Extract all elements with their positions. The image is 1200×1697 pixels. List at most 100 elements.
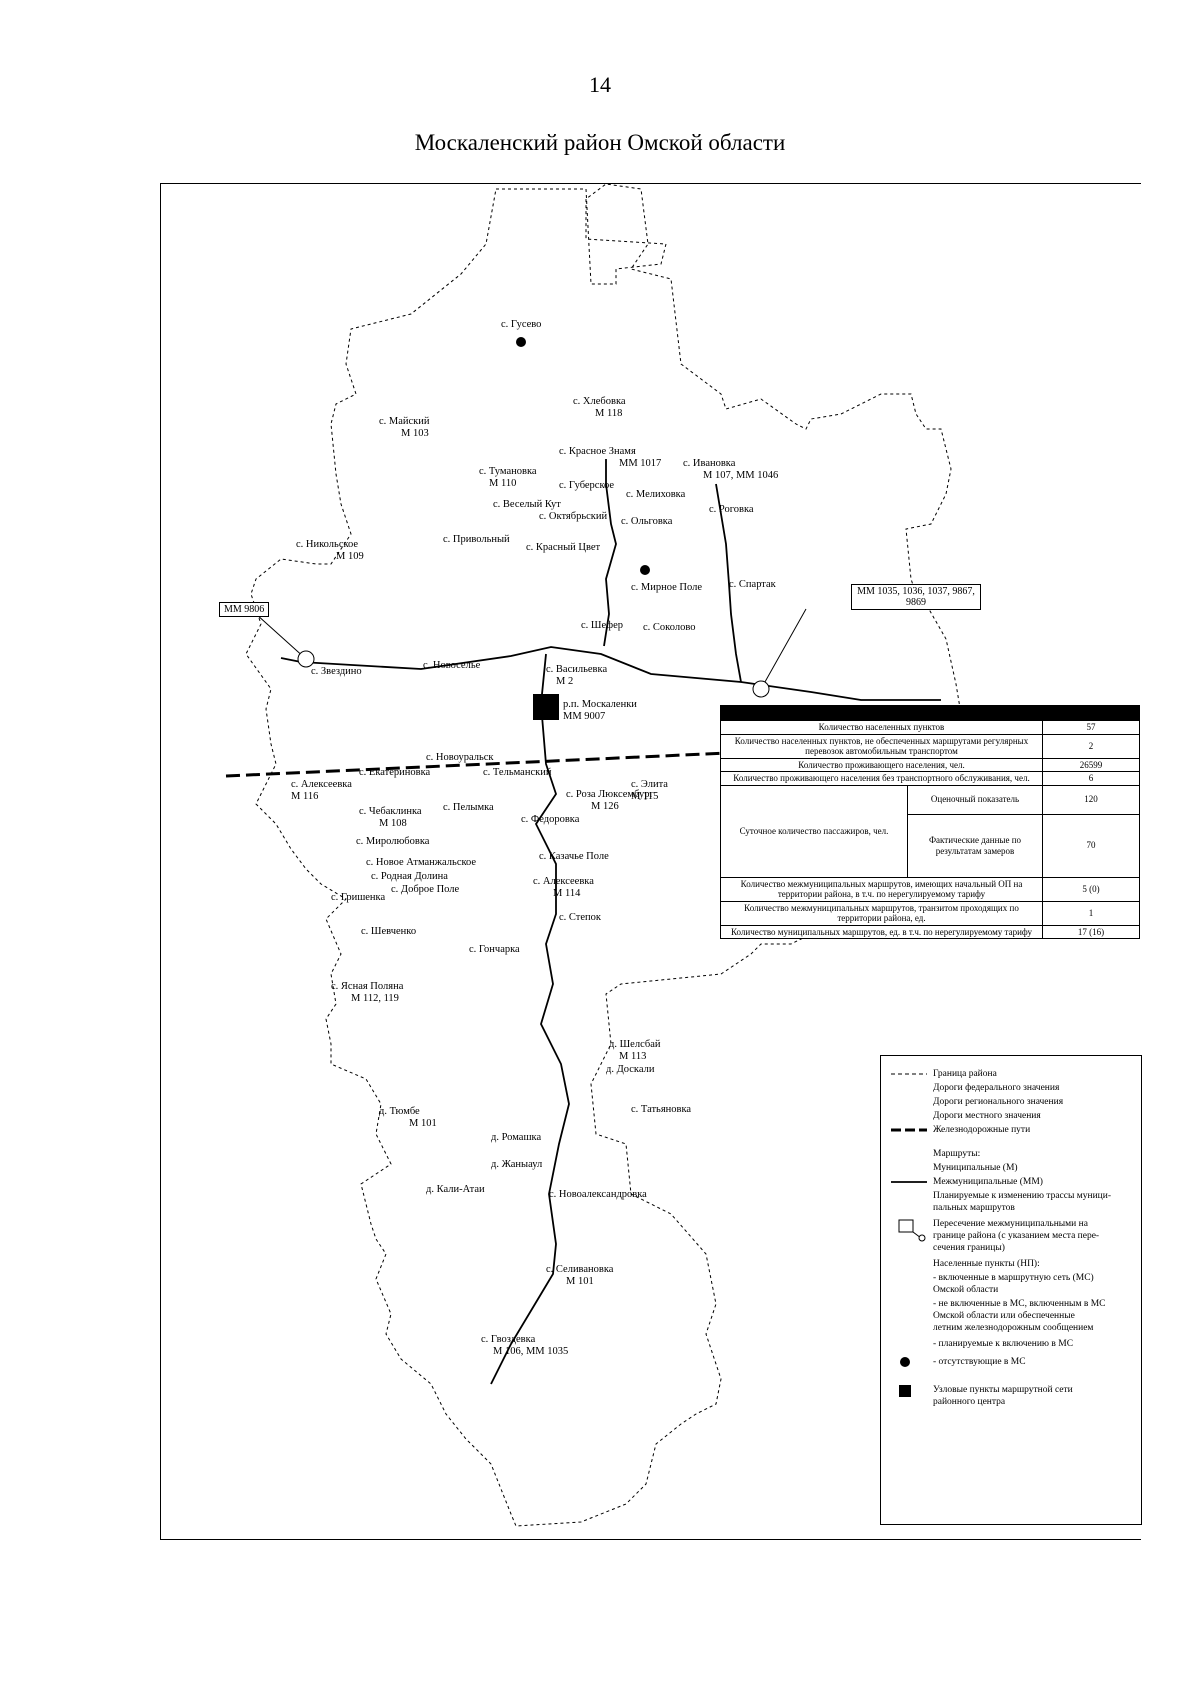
settlement-label: с. Екатериновка (359, 767, 431, 778)
settlement-label: с. Привольный (443, 534, 510, 545)
border-crossing-icon (889, 1218, 929, 1246)
settlement-label: с. Шефер (581, 620, 624, 631)
legend-label: Планируемые к изменению трассы муници-па… (933, 1191, 1111, 1213)
settlement-label: с. Казачье Поле (539, 851, 609, 862)
table-row: Количество муниципальных маршрутов, ед. … (720, 924, 1140, 939)
route-north (603, 459, 617, 647)
legend-label: - планируемые к включению в МС (933, 1339, 1074, 1349)
settlement-without-route-marker (516, 337, 526, 347)
callout-leader-right (760, 608, 807, 690)
settlement-label: с. Октябрьский (539, 511, 608, 522)
legend-label: Межмуниципальные (ММ) (933, 1177, 1043, 1187)
dashed-line-icon (889, 1068, 929, 1096)
settlement-label: с. Мелиховка (626, 489, 686, 500)
settlement-label: с. Новое Атманжальское (366, 857, 477, 868)
black-square-icon (889, 1384, 929, 1412)
settlement-label: с. Мирное Поле (631, 582, 702, 593)
solid-line-icon (889, 1176, 929, 1204)
settlement-label: с. Федоровка (521, 814, 580, 825)
legend-label: - не включенные в МС, включенным в МС Ом… (933, 1299, 1106, 1333)
settlement-label: с. Гусево (501, 319, 542, 330)
settlement-label: д. Кали-Атаи (426, 1184, 485, 1195)
settlement-label: с. Тельманский (483, 767, 552, 778)
settlement-label: с. Миролюбовка (356, 836, 430, 847)
border-crossing-callout: ММ 9806 (219, 602, 270, 617)
legend-label: Дороги федерального значения (933, 1083, 1060, 1093)
railway-line-icon (889, 1124, 929, 1152)
table-row: Количество проживающего населения без тр… (720, 771, 1140, 786)
district-boundary (245, 184, 962, 1527)
legend-label: Железнодорожные пути (933, 1125, 1031, 1135)
legend-label: Муниципальные (М) (933, 1163, 1018, 1173)
settlement-label: с. Спартак (729, 579, 776, 590)
settlement-label: с. Новоуральск (426, 752, 494, 763)
settlement-label: с. Роговка (709, 504, 754, 515)
settlement-label: с. Красный Цвет (526, 542, 601, 553)
settlement-label: с. Новоселье (423, 660, 481, 671)
page-title: Москаленский район Омской области (414, 130, 786, 155)
settlement-label: с. Доброе Поле (391, 884, 460, 895)
settlement-label: с. Веселый Кут (493, 499, 561, 510)
table-row: Количество проживающего населения, чел.2… (720, 757, 1140, 772)
settlement-without-route-marker (640, 565, 650, 575)
settlement-label: с. Шевченко (361, 926, 417, 937)
settlement-label: с. Новоалександровка (549, 1189, 647, 1200)
legend-label: Населенные пункты (НП): (933, 1259, 1040, 1269)
settlement-label: с. Гришенка (331, 892, 386, 903)
settlement-label: с. Пелымка (443, 802, 494, 813)
border-crossing-marker (297, 650, 315, 668)
legend-label: - включенные в маршрутную сеть (МС) Омск… (933, 1273, 1094, 1295)
border-crossing-callout: ММ 1035, 1036, 1037, 9867, 9869 (851, 584, 981, 610)
settlement-label: с. Соколово (643, 622, 696, 633)
table-row: Суточное количество пассажиров, чел. Оце… (720, 784, 1140, 878)
settlement-label: с. Татьяновка (631, 1104, 692, 1115)
legend-label: Дороги местного значения (933, 1111, 1041, 1121)
legend-label: Маршруты: (933, 1149, 981, 1159)
callout-leader-left (255, 613, 307, 660)
settlement-label: д. Доскали (606, 1064, 655, 1075)
settlement-label: с. Губерское (559, 480, 615, 491)
border-crossing-marker (752, 680, 770, 698)
table-header (720, 705, 1140, 721)
black-dot-icon (889, 1356, 929, 1384)
settlement-label: д. Ромашка (491, 1132, 542, 1143)
settlement-label: с. Ольговка (621, 516, 673, 527)
route-east-west (280, 646, 941, 701)
table-row: Фактические данные по результатам замеро… (721, 813, 1140, 878)
settlement-label: с. Гончарка (469, 944, 520, 955)
table-row: Количество межмуниципальных маршрутов, и… (720, 876, 1140, 902)
legend-label: - отсутствующие в МС (933, 1357, 1026, 1367)
route-ivanovka (715, 483, 742, 683)
settlement-label: с. Звездино (311, 666, 362, 677)
table-row: Количество населенных пунктов, не обеспе… (720, 733, 1140, 759)
page-number: 14 (589, 72, 611, 97)
table-row: Количество межмуниципальных маршрутов, т… (720, 900, 1140, 926)
legend-label: Дороги регионального значения (933, 1097, 1064, 1107)
settlement-label: с. Степок (559, 912, 601, 923)
legend-label: Граница района (933, 1069, 997, 1079)
district-center-marker (533, 694, 559, 720)
route-north-south (490, 653, 570, 1385)
